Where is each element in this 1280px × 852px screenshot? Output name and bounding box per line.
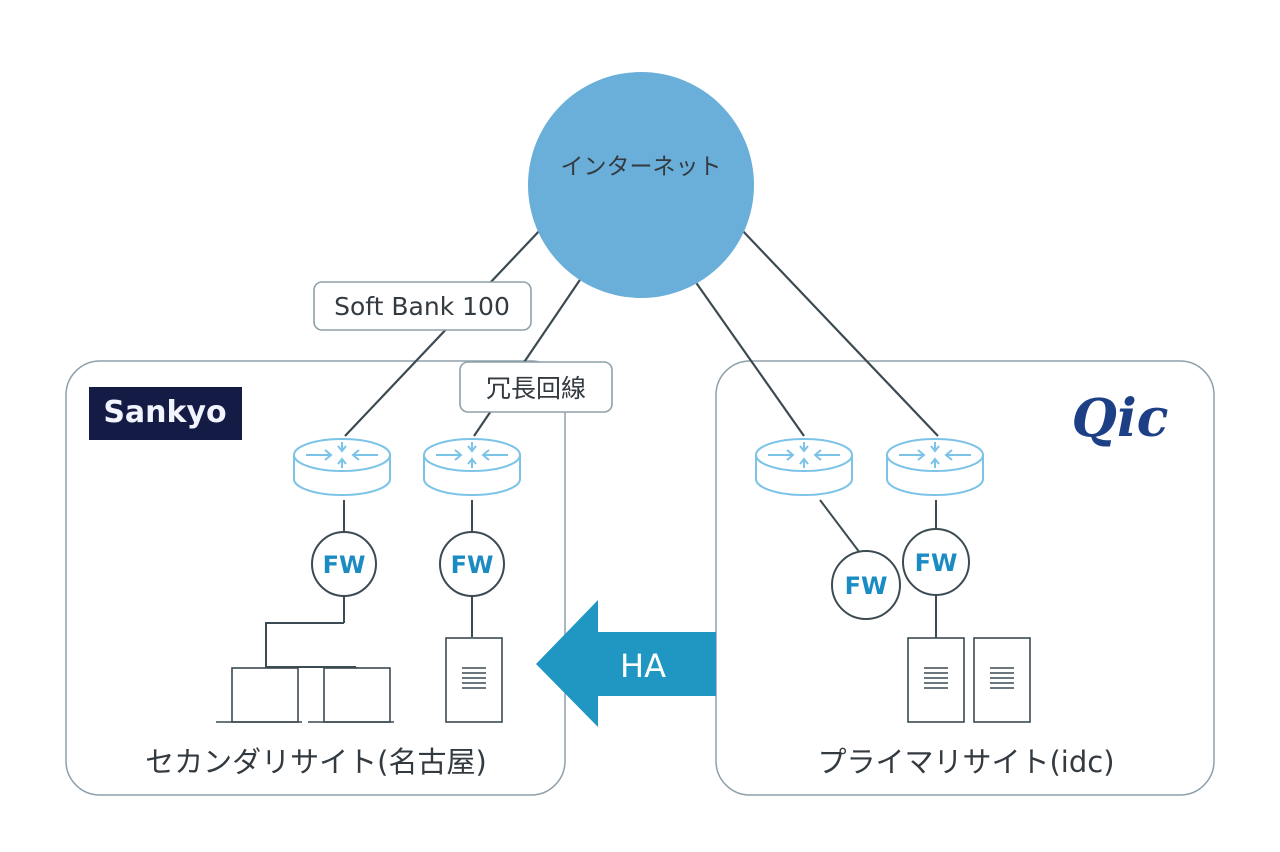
internet-label: インターネット: [561, 154, 722, 180]
svg-text:FW: FW: [915, 549, 958, 577]
svg-text:FW: FW: [451, 551, 494, 579]
server-icon: [907, 637, 965, 723]
router-icon: [886, 438, 984, 496]
laptop-icon: [307, 667, 395, 723]
firewall-icon: FW: [902, 528, 970, 596]
qic-logo: Qic: [1072, 388, 1169, 449]
router-icon: [293, 438, 391, 496]
secondary-site-wiring: [265, 500, 473, 672]
server-icon: [973, 637, 1031, 723]
redundant-link-label: 冗長回線: [459, 361, 613, 413]
laptop-icon: [215, 667, 303, 723]
ha-label: HA: [620, 647, 666, 685]
primary-site-box: [715, 360, 1215, 796]
primary-site-caption: プライマリサイト(idc): [817, 745, 1114, 779]
firewall-icon: FW: [311, 531, 377, 597]
primary-site-wiring: [819, 499, 937, 640]
firewall-icon: FW: [439, 531, 505, 597]
sankyo-logo: Sankyo: [89, 387, 242, 440]
router-icon: [423, 438, 521, 496]
firewall-icon: FW: [831, 550, 901, 620]
svg-text:Sankyo: Sankyo: [103, 395, 226, 430]
svg-text:Soft Bank 100: Soft Bank 100: [334, 292, 510, 321]
internet-node: インターネット: [528, 72, 754, 298]
secondary-site-caption: セカンダリサイト(名古屋): [145, 745, 487, 779]
arrow-left-icon: HA: [536, 600, 716, 727]
svg-text:冗長回線: 冗長回線: [486, 374, 586, 403]
server-icon: [445, 637, 503, 723]
svg-text:FW: FW: [845, 572, 888, 600]
svg-text:FW: FW: [323, 551, 366, 579]
secondary-site-box: [65, 360, 566, 796]
softbank-link-label: Soft Bank 100: [313, 281, 532, 331]
svg-text:Qic: Qic: [1072, 388, 1169, 449]
router-icon: [755, 438, 853, 496]
